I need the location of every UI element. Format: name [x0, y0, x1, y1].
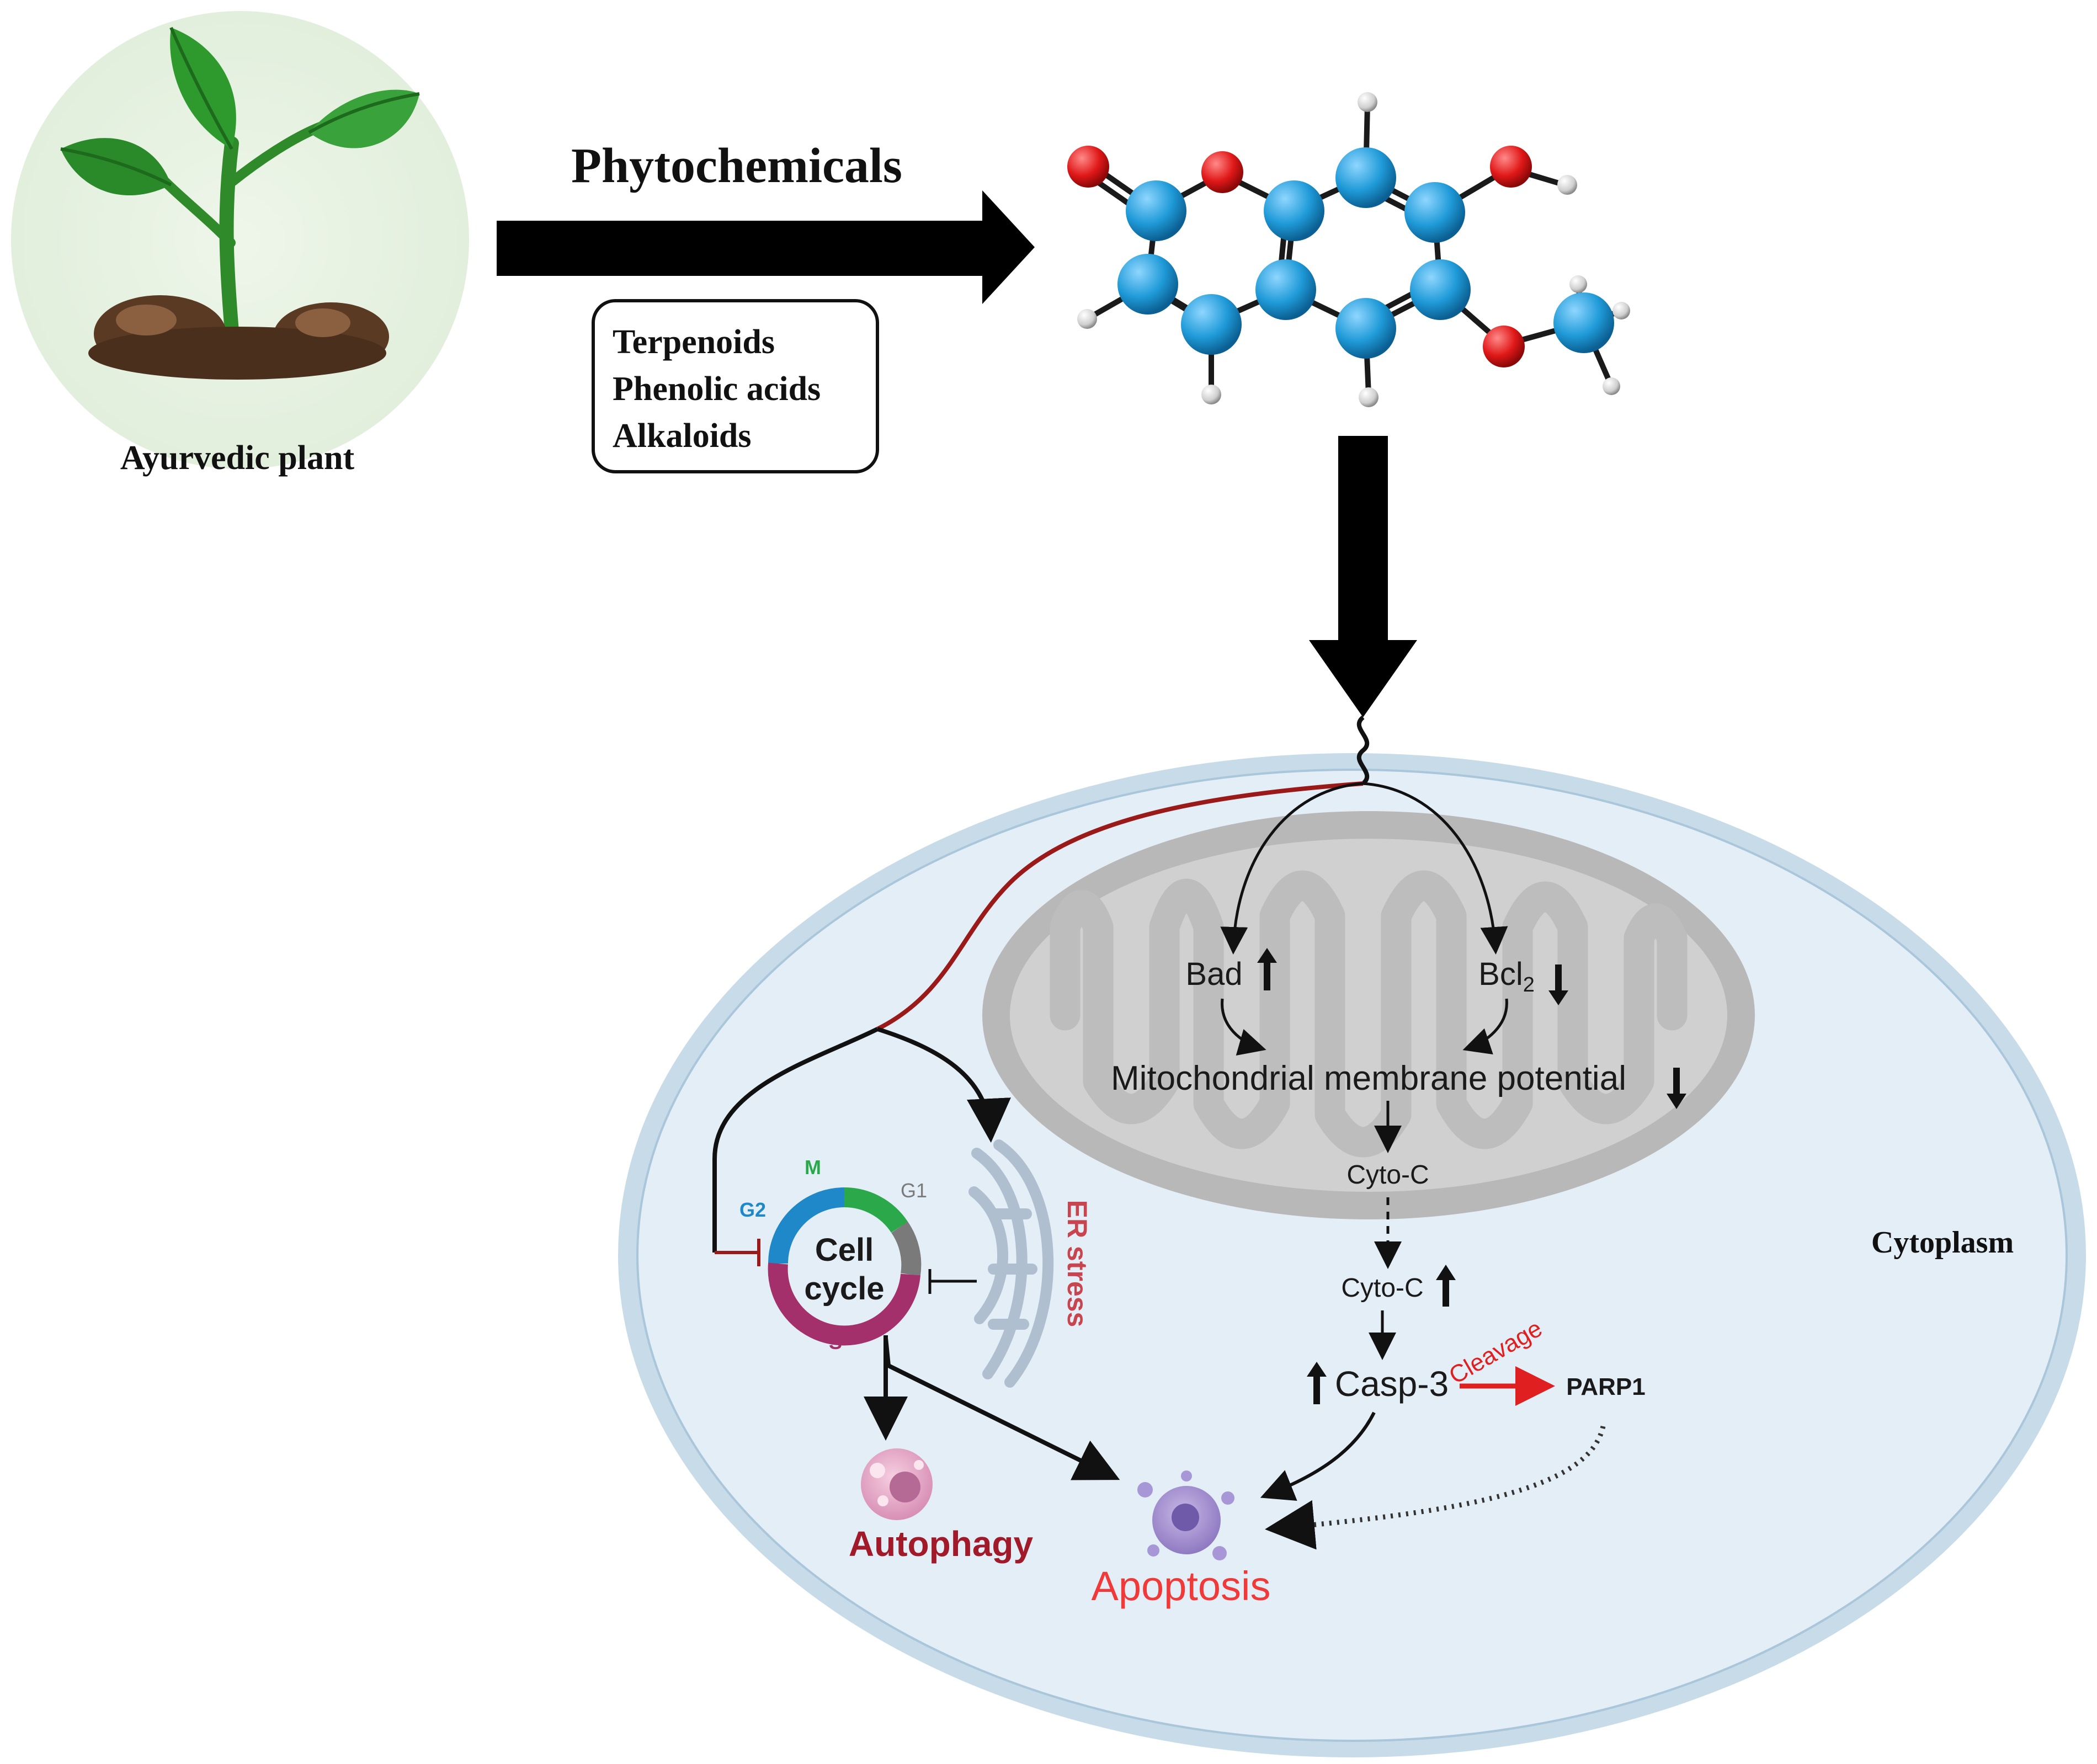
class-alkaloids: Alkaloids [613, 417, 752, 455]
branch-line-black [712, 1027, 879, 1253]
arrow-to-bad [1220, 782, 1364, 955]
cytoc-up-arrow-icon [1436, 1265, 1456, 1307]
cell-cycle-icon: Cell cycle [768, 1187, 922, 1346]
apoptotic-cell-icon [1137, 1470, 1234, 1560]
phytochemicals-title: Phytochemicals [571, 138, 902, 193]
phase-g1-label: G1 [901, 1179, 927, 1202]
arrow-casp3-to-apoptosis [1260, 1411, 1376, 1501]
parp1-label: PARP1 [1566, 1373, 1645, 1400]
signal-squiggle [1356, 715, 1370, 786]
cytoplasm-label: Cytoplasm [1871, 1225, 2014, 1260]
endoplasmic-reticulum-icon [968, 1139, 1054, 1388]
apoptosis-outcome: Apoptosis [1092, 1470, 1271, 1609]
ayurvedic-plant-label: Ayurvedic plant [120, 439, 355, 477]
phase-s-label: S [829, 1331, 842, 1353]
up-arrow-icon [1257, 948, 1277, 990]
ayurvedic-plant-illustration: Ayurvedic plant [11, 11, 469, 477]
autophagy-label: Autophagy [849, 1524, 1034, 1564]
cell-cycle-branch: Cell cycle M G1 G2 S ER stress [712, 1027, 1120, 1480]
bcl2-label: Bcl2 [1478, 956, 1535, 996]
cell-cycle-title-line2: cycle [804, 1271, 884, 1307]
bad-label: Bad [1185, 956, 1242, 992]
cyto-c-mitochondrial-label: Cyto-C [1346, 1160, 1429, 1190]
down-arrow-small-icon [1548, 964, 1568, 1005]
coumarin-molecule-icon [1067, 92, 1630, 407]
arrow-cell-cycle-to-apoptosis [883, 1337, 1120, 1480]
down-arrow-icon [1309, 436, 1417, 717]
plant-background-circle [11, 11, 469, 469]
er-stress-label: ER stress [1062, 1200, 1093, 1328]
phase-g2-label: G2 [739, 1198, 766, 1221]
phytochemicals-section: Phytochemicals Terpenoids Phenolic acids… [497, 138, 1035, 473]
mitochondrion-icon [982, 811, 1755, 1219]
arrow-to-er-stress [876, 1027, 1011, 1143]
cell-cycle-title-line1: Cell [815, 1232, 874, 1268]
plant-sprout-icon [60, 26, 420, 380]
apoptosis-label: Apoptosis [1092, 1563, 1271, 1609]
right-arrow-icon [497, 190, 1035, 304]
phytochemical-classes-box [592, 299, 879, 473]
signal-line-to-cell-cycle [876, 781, 1364, 1031]
autophagy-outcome: Autophagy [849, 1448, 1034, 1564]
mmp-down-arrow-icon [1667, 1068, 1686, 1109]
phase-m-label: M [805, 1156, 821, 1179]
arrow-bcl2-to-mmp [1462, 998, 1508, 1055]
arrow-to-bcl2 [1362, 782, 1508, 955]
class-terpenoids: Terpenoids [613, 323, 775, 361]
class-phenolic-acids: Phenolic acids [613, 370, 821, 408]
arrow-bad-to-mmp [1221, 998, 1266, 1056]
casp3-up-arrow-icon [1307, 1362, 1327, 1404]
cyto-c-cytosolic-label: Cyto-C [1341, 1273, 1423, 1303]
casp3-label: Casp-3 [1335, 1364, 1449, 1404]
autophagy-cell-icon [861, 1448, 933, 1520]
mmp-label: Mitochondrial membrane potential [1111, 1059, 1626, 1097]
